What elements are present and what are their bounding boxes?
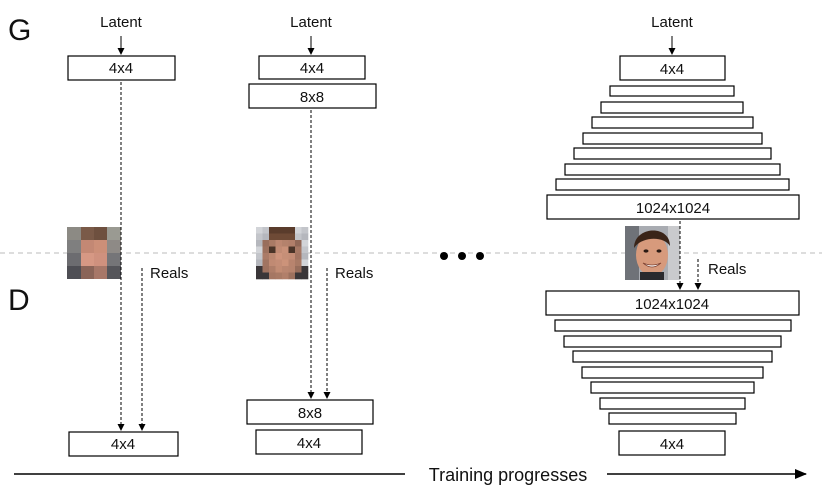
- s2-g-8x8-label: 8x8: [300, 89, 324, 106]
- latent-label: Latent: [100, 14, 143, 31]
- s3-d-1024-label: 1024x1024: [635, 296, 709, 313]
- generator-layer-stack: [555, 85, 790, 191]
- s3-g-1024-box: [546, 194, 800, 220]
- training-progress-arrow: Training progresses: [14, 465, 807, 485]
- training-progresses-label: Training progresses: [429, 465, 587, 485]
- s3-d-4x4-label: 4x4: [660, 436, 684, 453]
- face-1024-image: [625, 226, 680, 280]
- s1-g-4x4-label: 4x4: [109, 60, 133, 77]
- s2-g-8x8-box: [248, 83, 377, 109]
- s1-g-4x4-box: [67, 55, 176, 81]
- generator-label: G: [8, 14, 31, 47]
- s2-d-4x4-label: 4x4: [297, 435, 321, 452]
- face-8x8-image: [256, 227, 309, 280]
- s2-g-4x4-label: 4x4: [300, 60, 324, 77]
- s3-d-4x4-box: [618, 430, 726, 456]
- stage-3: Latent 4x4 1024x1024: [545, 14, 800, 456]
- reals-label: Reals: [708, 261, 746, 278]
- reals-label: Reals: [150, 265, 188, 282]
- discriminator-layer-stack: [554, 319, 792, 425]
- reals-label: Reals: [335, 265, 373, 282]
- s2-d-8x8-box: [246, 399, 374, 425]
- s1-d-4x4-box: [68, 431, 179, 457]
- latent-label: Latent: [651, 14, 694, 31]
- ellipsis-dots: [440, 252, 484, 260]
- s3-g-4x4-label: 4x4: [660, 61, 684, 78]
- face-4x4-image: [67, 227, 121, 279]
- s2-d-4x4-box: [255, 429, 363, 455]
- s2-d-8x8-label: 8x8: [298, 405, 322, 422]
- s2-g-4x4-box: [258, 55, 366, 80]
- s3-g-4x4-box: [619, 55, 726, 81]
- stage-1: Latent 4x4 Reals 4x4: [67, 14, 188, 457]
- latent-label: Latent: [290, 14, 333, 31]
- s1-d-4x4-label: 4x4: [111, 436, 135, 453]
- discriminator-label: D: [8, 284, 30, 317]
- s3-d-1024-box: [545, 290, 800, 316]
- stage-2: Latent 4x4 8x8 Reals 8x8 4x4: [246, 14, 377, 455]
- s3-g-1024-label: 1024x1024: [636, 200, 710, 217]
